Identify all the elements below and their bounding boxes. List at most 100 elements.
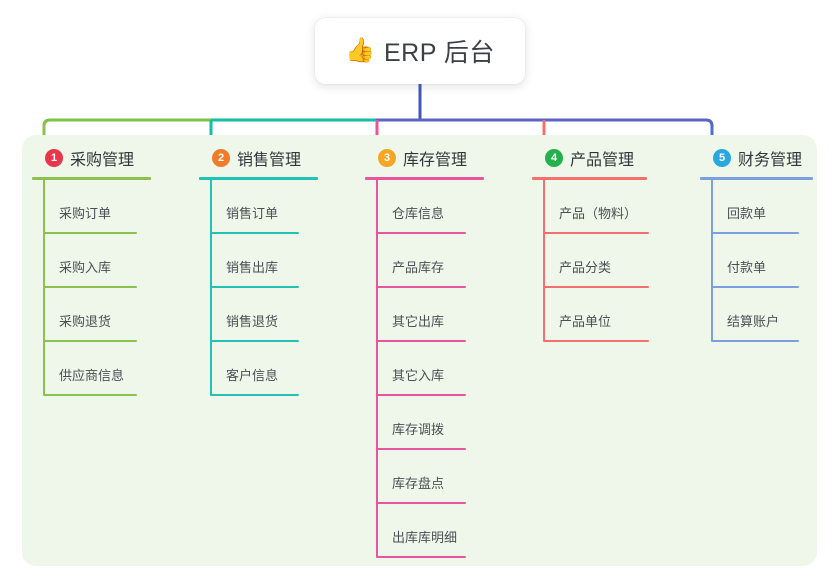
column-badge-2: 2 <box>212 149 230 167</box>
column-title-5: 财务管理 <box>738 152 803 169</box>
column-items-5: 回款单付款单结算账户 <box>711 180 799 342</box>
list-item[interactable]: 采购订单 <box>43 180 137 234</box>
list-item-underline <box>376 502 466 504</box>
list-item[interactable]: 付款单 <box>711 234 799 288</box>
list-item[interactable]: 销售退货 <box>210 288 299 342</box>
list-item-label: 其它出库 <box>392 314 445 329</box>
list-item[interactable]: 产品（物料） <box>543 180 649 234</box>
list-item[interactable]: 产品单位 <box>543 288 649 342</box>
list-item-label: 采购订单 <box>59 206 112 221</box>
column-underline-5 <box>700 177 813 180</box>
column-header-2[interactable]: 2 销售管理 <box>194 146 301 170</box>
list-item-label: 销售退货 <box>226 314 279 329</box>
list-item[interactable]: 仓库信息 <box>376 180 466 234</box>
list-item[interactable]: 销售订单 <box>210 180 299 234</box>
list-item-label: 产品单位 <box>559 314 612 329</box>
list-item[interactable]: 客户信息 <box>210 342 299 396</box>
list-item[interactable]: 产品库存 <box>376 234 466 288</box>
list-item-label: 回款单 <box>727 206 767 221</box>
list-item-underline <box>376 556 466 558</box>
list-item-underline <box>711 340 799 342</box>
list-item-underline <box>543 232 649 234</box>
column-2: 2 销售管理销售订单销售出库销售退货客户信息 <box>194 146 318 396</box>
list-item-label: 库存盘点 <box>392 476 445 491</box>
list-item[interactable]: 结算账户 <box>711 288 799 342</box>
list-item[interactable]: 其它入库 <box>376 342 466 396</box>
list-item-underline <box>210 286 299 288</box>
list-item[interactable]: 回款单 <box>711 180 799 234</box>
list-item-underline <box>711 232 799 234</box>
column-title-2: 销售管理 <box>237 152 302 169</box>
list-item-label: 客户信息 <box>226 368 279 383</box>
column-badge-3: 3 <box>378 149 396 167</box>
list-item-underline <box>376 448 466 450</box>
list-item-underline <box>376 286 466 288</box>
list-item-label: 结算账户 <box>727 314 780 329</box>
list-item-label: 供应商信息 <box>59 368 125 383</box>
column-header-3[interactable]: 3 库存管理 <box>360 146 467 170</box>
column-5: 5 财务管理回款单付款单结算账户 <box>695 146 813 342</box>
root-node-title: ERP 后台 <box>383 39 495 67</box>
column-items-3: 仓库信息产品库存其它出库其它入库库存调拨库存盘点出库库明细 <box>376 180 466 558</box>
mindmap-panel <box>22 135 817 566</box>
list-item-label: 销售出库 <box>226 260 279 275</box>
list-item[interactable]: 库存盘点 <box>376 450 466 504</box>
column-title-3: 库存管理 <box>403 152 468 169</box>
list-item-label: 仓库信息 <box>392 206 445 221</box>
list-item-label: 库存调拨 <box>392 422 445 437</box>
column-header-1[interactable]: 1 采购管理 <box>27 146 134 170</box>
column-title-4: 产品管理 <box>570 152 635 169</box>
column-items-4: 产品（物料） 产品分类产品单位 <box>543 180 649 342</box>
list-item-underline <box>43 340 137 342</box>
column-title-1: 采购管理 <box>70 152 135 169</box>
list-item-underline <box>543 340 649 342</box>
list-item-underline <box>210 232 299 234</box>
list-item-underline <box>376 340 466 342</box>
column-header-4[interactable]: 4 产品管理 <box>527 146 634 170</box>
column-items-2: 销售订单销售出库销售退货客户信息 <box>210 180 299 396</box>
list-item-underline <box>543 286 649 288</box>
list-item-label: 产品分类 <box>559 260 612 275</box>
column-underline-2 <box>199 177 318 180</box>
list-item-underline <box>43 394 137 396</box>
column-4: 4 产品管理产品（物料） 产品分类产品单位 <box>527 146 649 342</box>
column-underline-4 <box>532 177 647 180</box>
list-item-label: 销售订单 <box>226 206 279 221</box>
list-item[interactable]: 库存调拨 <box>376 396 466 450</box>
list-item-underline <box>210 394 299 396</box>
list-item-label: 其它入库 <box>392 368 445 383</box>
column-items-1: 采购订单采购入库采购退货供应商信息 <box>43 180 137 396</box>
list-item[interactable]: 供应商信息 <box>43 342 137 396</box>
list-item[interactable]: 采购入库 <box>43 234 137 288</box>
column-underline-3 <box>365 177 484 180</box>
root-node-card[interactable]: 👍 ERP 后台 <box>315 18 525 84</box>
list-item[interactable]: 其它出库 <box>376 288 466 342</box>
column-spine-3 <box>376 179 378 557</box>
list-item-underline <box>376 232 466 234</box>
column-spine-5 <box>711 179 713 341</box>
list-item-label: 采购退货 <box>59 314 112 329</box>
list-item-label: 出库库明细 <box>392 530 458 545</box>
list-item-label: 付款单 <box>727 260 767 275</box>
column-spine-4 <box>543 179 545 341</box>
column-1: 1 采购管理采购订单采购入库采购退货供应商信息 <box>27 146 151 396</box>
list-item-underline <box>43 232 137 234</box>
list-item-underline <box>376 394 466 396</box>
column-header-5[interactable]: 5 财务管理 <box>695 146 802 170</box>
list-item[interactable]: 产品分类 <box>543 234 649 288</box>
thumbs-up-icon: 👍 <box>345 37 375 64</box>
list-item[interactable]: 销售出库 <box>210 234 299 288</box>
list-item[interactable]: 采购退货 <box>43 288 137 342</box>
list-item-label: 产品库存 <box>392 260 445 275</box>
list-item-label: 产品（物料） <box>559 206 638 221</box>
list-item-underline <box>210 340 299 342</box>
list-item-underline <box>43 286 137 288</box>
list-item-underline <box>711 286 799 288</box>
column-badge-5: 5 <box>713 149 731 167</box>
list-item-label: 采购入库 <box>59 260 112 275</box>
column-underline-1 <box>32 177 151 180</box>
column-badge-1: 1 <box>45 149 63 167</box>
column-badge-4: 4 <box>545 149 563 167</box>
list-item[interactable]: 出库库明细 <box>376 504 466 558</box>
column-3: 3 库存管理仓库信息产品库存其它出库其它入库库存调拨库存盘点出库库明细 <box>360 146 484 558</box>
